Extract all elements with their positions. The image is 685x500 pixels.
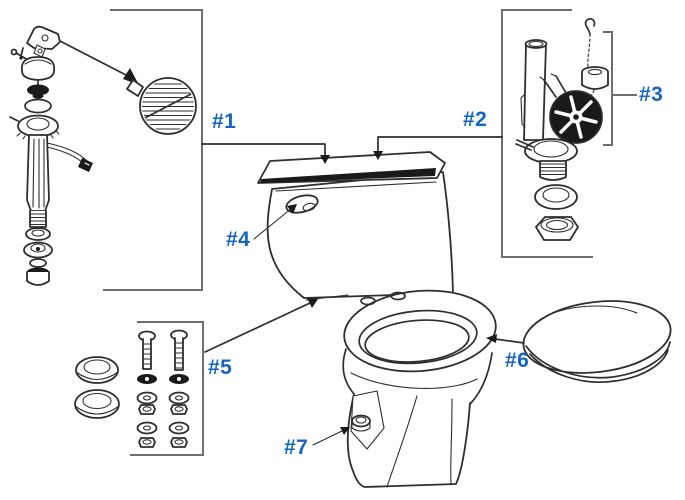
arrow-part-5: [204, 302, 311, 353]
arrow-part-4: [253, 207, 293, 240]
ballcock-valve-stack: [9, 48, 93, 286]
arrow-part-2: [377, 136, 503, 152]
part-label-3[interactable]: #3: [639, 83, 664, 106]
arrow-part-1: [201, 143, 326, 156]
box-part-1: [103, 9, 203, 291]
box-part-2: [501, 9, 593, 258]
seat-bolt-hole: [360, 296, 376, 306]
toilet-seat: [522, 300, 672, 383]
locknut: [535, 216, 579, 241]
tank: [266, 171, 454, 299]
arrow-part-6: [494, 338, 525, 344]
bolt-cap: [351, 414, 371, 432]
seat-bolt-hole: [390, 291, 406, 301]
callout-arrows: [201, 136, 525, 446]
part-label-4[interactable]: #4: [226, 228, 251, 251]
part-label-6[interactable]: #6: [505, 349, 530, 372]
tank-to-bowl-kit: [74, 329, 190, 448]
toilet: [257, 151, 497, 488]
base: [346, 390, 471, 488]
float-ball: [139, 77, 197, 135]
bowl: [305, 289, 497, 404]
bracket-part-3: [603, 31, 637, 146]
tank-gasket: [534, 184, 578, 210]
flush-valve-assembly: [515, 17, 609, 241]
part-label-1[interactable]: #1: [212, 110, 237, 133]
float-rod: [19, 25, 144, 97]
box-part-5: [130, 321, 204, 456]
part-label-5[interactable]: #5: [208, 356, 233, 379]
overflow-tube: [520, 39, 548, 141]
flapper: [539, 73, 603, 144]
part-label-2[interactable]: #2: [463, 108, 488, 131]
tank-bolts: [136, 329, 190, 448]
valve-seat: [515, 138, 578, 181]
arrow-part-7: [312, 429, 345, 446]
tank-lid: [257, 151, 446, 192]
part-label-7[interactable]: #7: [284, 436, 309, 459]
fill-valve-assembly: [9, 25, 197, 286]
sponge-gaskets: [74, 356, 120, 419]
